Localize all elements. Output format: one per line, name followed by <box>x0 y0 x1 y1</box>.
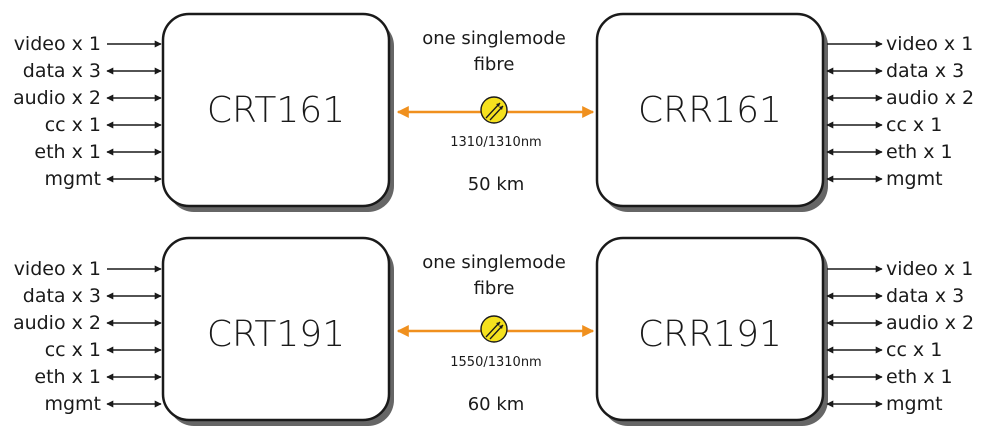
tx-signal-label: video x 1 <box>14 33 101 55</box>
medium-label: one singlemode <box>422 28 566 49</box>
rx-signal-label: audio x 2 <box>886 312 974 334</box>
tx-signal-label: data x 3 <box>23 60 101 82</box>
transmitter-name: CRT161 <box>207 90 345 131</box>
rx-signal-label: audio x 2 <box>886 87 974 109</box>
receiver-box: CRR191 <box>595 236 828 426</box>
rx-signal-label: cc x 1 <box>886 339 942 361</box>
distance-label: 60 km <box>468 394 525 415</box>
receiver-box: CRR161 <box>595 12 828 212</box>
wavelength-label: 1310/1310nm <box>450 135 541 150</box>
tx-signal-label: data x 3 <box>23 285 101 307</box>
rx-signal-label: eth x 1 <box>886 141 953 163</box>
medium-label: one singlemode <box>422 252 566 273</box>
rx-signal-label: eth x 1 <box>886 366 953 388</box>
tx-signal-label: eth x 1 <box>34 141 101 163</box>
tx-signal-label: eth x 1 <box>34 366 101 388</box>
medium-label: fibre <box>474 54 515 75</box>
transmitter-name: CRT191 <box>207 314 345 355</box>
fibre-connector-icon <box>480 96 508 124</box>
rx-signal-label: data x 3 <box>886 285 964 307</box>
link-2: CRT191 CRR191 video x 1 data x 3 audio x… <box>13 236 974 426</box>
tx-signal-label: cc x 1 <box>45 114 101 136</box>
tx-signal-label: cc x 1 <box>45 339 101 361</box>
transmitter-box: CRT191 <box>161 236 394 426</box>
tx-signal-label: mgmt <box>44 168 101 190</box>
receiver-name: CRR161 <box>638 90 782 131</box>
tx-signal-label: audio x 2 <box>13 87 101 109</box>
tx-signal-label: video x 1 <box>14 258 101 280</box>
transmitter-box: CRT161 <box>161 12 394 212</box>
fibre-connector-icon <box>480 315 508 343</box>
distance-label: 50 km <box>468 174 525 195</box>
rx-signal-label: mgmt <box>886 168 943 190</box>
receiver-name: CRR191 <box>638 314 782 355</box>
tx-signal-label: audio x 2 <box>13 312 101 334</box>
tx-signal-label: mgmt <box>44 393 101 415</box>
wavelength-label: 1550/1310nm <box>450 355 541 370</box>
link-1: CRT161 CRR161 video x 1 data x 3 audio x… <box>13 12 974 212</box>
rx-signal-label: mgmt <box>886 393 943 415</box>
rx-signal-label: video x 1 <box>886 33 973 55</box>
medium-label: fibre <box>474 278 515 299</box>
rx-signal-label: cc x 1 <box>886 114 942 136</box>
rx-signal-label: video x 1 <box>886 258 973 280</box>
rx-signal-label: data x 3 <box>886 60 964 82</box>
